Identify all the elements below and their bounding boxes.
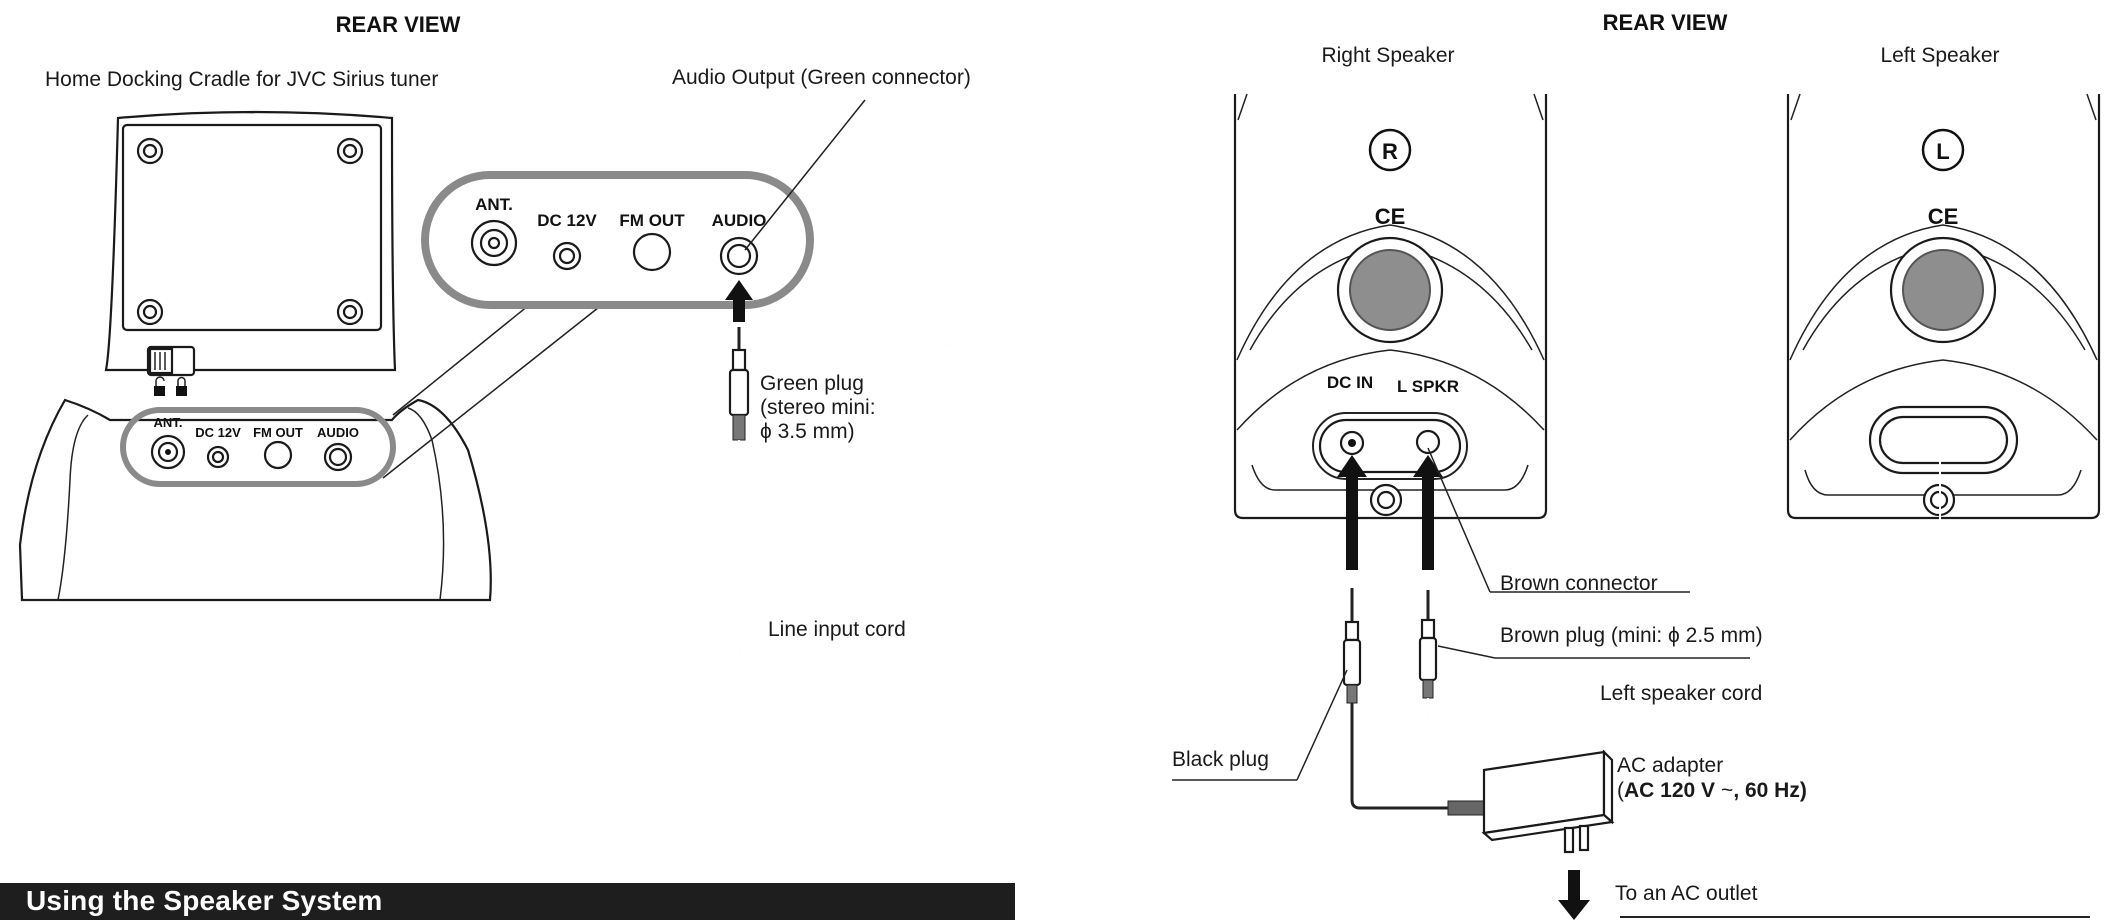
right-speaker bbox=[1233, 93, 1548, 520]
cradle-title: Home Docking Cradle for JVC Sirius tuner bbox=[45, 68, 438, 91]
brown-plug bbox=[1418, 590, 1438, 699]
dc-in-label: DC IN bbox=[1327, 373, 1373, 392]
section-header-bar bbox=[0, 883, 1015, 920]
brown-connector-label: Brown connector bbox=[1500, 572, 1658, 595]
ac-adapter bbox=[1481, 749, 1615, 854]
svg-text:FM OUT: FM OUT bbox=[619, 211, 685, 230]
svg-text:(stereo mini:: (stereo mini: bbox=[760, 396, 876, 419]
svg-text:AUDIO: AUDIO bbox=[317, 425, 359, 440]
svg-text:DC 12V: DC 12V bbox=[195, 425, 241, 440]
svg-text:ANT.: ANT. bbox=[154, 415, 183, 430]
l-spkr-jack bbox=[1415, 429, 1441, 455]
section-title: Using the Speaker System bbox=[26, 885, 383, 916]
left-badge: L bbox=[1921, 128, 1965, 172]
black-plug-label: Black plug bbox=[1172, 748, 1269, 771]
right-badge: R bbox=[1368, 128, 1412, 172]
ac-adapter-cord bbox=[1350, 703, 1448, 810]
ac-outlet-label: To an AC outlet bbox=[1615, 882, 1758, 905]
left-speaker bbox=[1786, 93, 2101, 520]
svg-text:DC 12V: DC 12V bbox=[537, 211, 597, 230]
svg-text:Green plug: Green plug bbox=[760, 372, 864, 395]
svg-text:ϕ 3.5 mm): ϕ 3.5 mm) bbox=[760, 420, 855, 443]
ce-mark-left: CE bbox=[1928, 204, 1959, 229]
screw-icons bbox=[136, 137, 364, 326]
base-ports bbox=[150, 434, 353, 472]
ac-adapter-label: AC adapter bbox=[1617, 754, 1723, 777]
l-spkr-arrow-icon bbox=[1413, 455, 1443, 570]
left-speaker-label: Left Speaker bbox=[1880, 44, 1999, 67]
port-callout: ANT. DC 12V FM OUT AUDIO bbox=[421, 99, 866, 309]
l-spkr-label: L SPKR bbox=[1397, 377, 1459, 396]
base-port-highlight bbox=[120, 407, 396, 487]
left-rear-view-header: REAR VIEW bbox=[336, 12, 461, 37]
line-input-cord-label: Line input cord bbox=[768, 618, 906, 641]
note-box-top-edge bbox=[1620, 916, 2090, 924]
svg-text:R: R bbox=[1382, 139, 1398, 164]
lock-switch[interactable] bbox=[146, 345, 196, 377]
right-rear-view-header: REAR VIEW bbox=[1603, 10, 1728, 35]
green-plug-label: Green plug (stereo mini: ϕ 3.5 mm) bbox=[760, 372, 876, 443]
black-plug bbox=[1342, 588, 1362, 704]
ac-adapter-spec: (AC 120 V~, 60 Hz) bbox=[1617, 779, 1807, 802]
svg-text:AUDIO: AUDIO bbox=[712, 211, 767, 230]
dc-in-jack bbox=[1339, 430, 1365, 456]
right-speaker-label: Right Speaker bbox=[1321, 44, 1454, 67]
svg-text:ANT.: ANT. bbox=[475, 195, 513, 214]
svg-text:FM OUT: FM OUT bbox=[253, 425, 303, 440]
unlock-lock-icons bbox=[154, 376, 187, 396]
brown-plug-label: Brown plug (mini: ϕ 2.5 mm) bbox=[1500, 624, 1763, 647]
docking-cradle: ANT. DC 12V FM OUT AUDIO bbox=[18, 110, 609, 602]
svg-text:L: L bbox=[1936, 139, 1949, 164]
left-speaker-cord-label: Left speaker cord bbox=[1600, 682, 1762, 705]
audio-output-label: Audio Output (Green connector) bbox=[672, 66, 971, 89]
ce-mark-right: CE bbox=[1375, 204, 1406, 229]
dc-in-arrow-icon bbox=[1337, 455, 1367, 570]
green-plug bbox=[728, 327, 750, 441]
base-port-labels: ANT. DC 12V FM OUT AUDIO bbox=[154, 415, 359, 440]
ac-outlet-arrow-icon bbox=[1558, 870, 1590, 920]
audio-arrow-icon bbox=[725, 280, 753, 322]
